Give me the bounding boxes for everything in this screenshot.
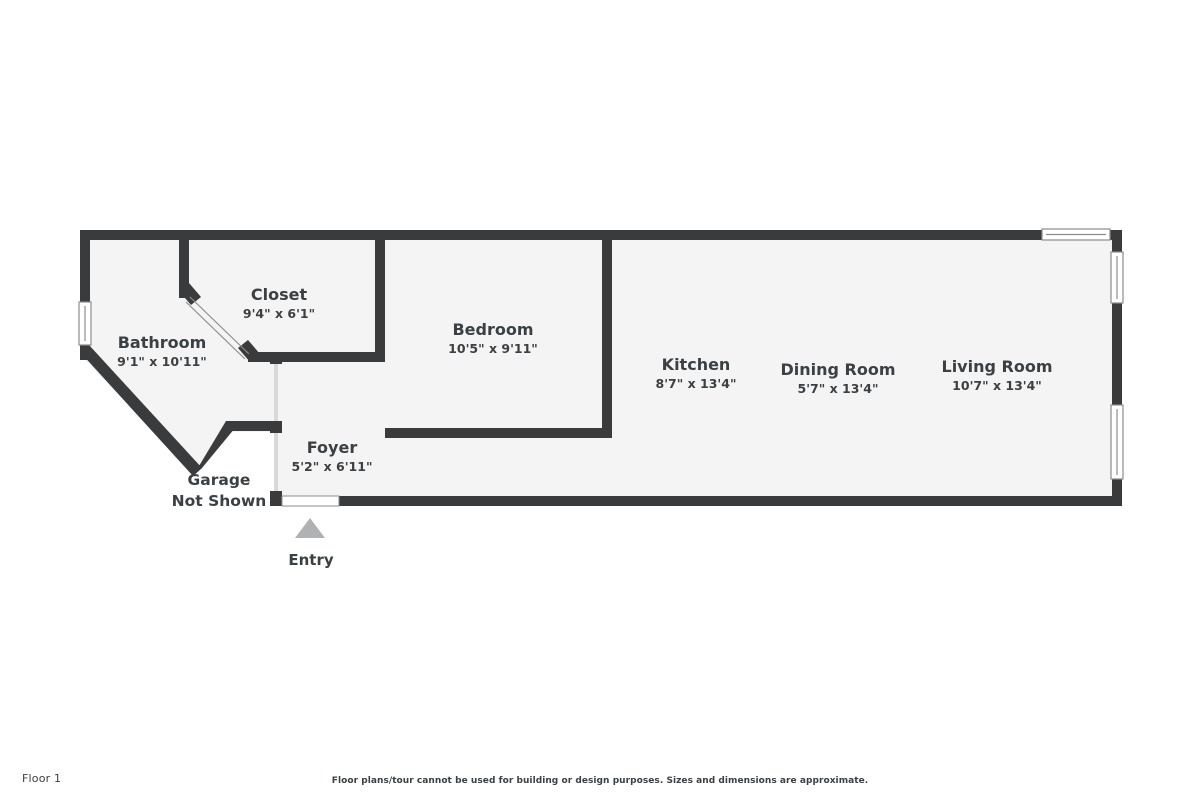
disclaimer-text: Floor plans/tour cannot be used for buil… [331, 776, 869, 786]
kitchen-name: Kitchen [662, 355, 731, 374]
wall-top-exterior [80, 230, 1042, 240]
window-bathroom-left [78, 301, 92, 346]
wall-bathroom-diagonal-notch [193, 421, 235, 476]
room-label-bathroom: Bathroom 9'1" x 10'11" [117, 333, 207, 369]
window-right-upper [1110, 251, 1124, 304]
garage-note-line-2: Not Shown [172, 492, 267, 510]
wall-closet-bottom [248, 352, 384, 362]
dining-room-name: Dining Room [780, 360, 895, 379]
garage-note-line-1: Garage [188, 471, 251, 489]
room-label-living-room: Living Room 10'7" x 13'4" [942, 357, 1053, 393]
bathroom-dims: 9'1" x 10'11" [117, 354, 207, 369]
closet-dims: 9'4" x 6'1" [243, 306, 315, 321]
wall-foyer-jamb-top [270, 352, 282, 364]
wall-right-exterior-mid [1112, 303, 1122, 405]
wall-bedroom-bottom [385, 428, 612, 438]
room-label-bedroom: Bedroom 10'5" x 9'11" [448, 320, 538, 356]
entry-label: Entry [288, 551, 333, 569]
wall-group [80, 230, 1122, 506]
door-group [185, 296, 340, 507]
wall-closet-door-jamb-top [179, 283, 201, 305]
door-closet-diagonal [185, 296, 250, 360]
floor-label: Floor 1 [22, 772, 62, 785]
wall-closet-right [375, 230, 385, 362]
kitchen-dims: 8'7" x 13'4" [656, 376, 737, 391]
living-room-dims: 10'7" x 13'4" [952, 378, 1042, 393]
window-group [78, 228, 1124, 480]
wall-foyer-jamb-mid [270, 421, 282, 433]
wall-foyer-partition-upper [274, 356, 278, 426]
room-label-dining-room: Dining Room 5'7" x 13'4" [780, 360, 895, 396]
window-top-right [1041, 228, 1111, 241]
wall-left-exterior-upper [80, 230, 90, 302]
room-label-kitchen: Kitchen 8'7" x 13'4" [656, 355, 737, 391]
bedroom-dims: 10'5" x 9'11" [448, 341, 538, 356]
room-label-foyer: Foyer 5'2" x 6'11" [292, 438, 373, 474]
wall-foyer-partition-lower [274, 431, 278, 497]
foyer-dims: 5'2" x 6'11" [292, 459, 373, 474]
room-label-closet: Closet 9'4" x 6'1" [243, 285, 315, 321]
bathroom-floor-fill [80, 230, 276, 472]
dining-room-dims: 5'7" x 13'4" [798, 381, 879, 396]
floor-fill-group [80, 230, 1120, 506]
window-right-lower [1110, 404, 1124, 480]
note-group: Garage Not Shown Entry [172, 471, 334, 569]
great-room-floor-fill [610, 230, 1120, 506]
room-label-group: Bathroom 9'1" x 10'11" Closet 9'4" x 6'1… [117, 285, 1052, 474]
wall-bedroom-right [602, 230, 612, 436]
bedroom-name: Bedroom [452, 320, 533, 339]
bathroom-name: Bathroom [118, 333, 207, 352]
foyer-name: Foyer [307, 438, 358, 457]
closet-name: Closet [251, 285, 308, 304]
living-room-name: Living Room [942, 357, 1053, 376]
wall-foyer-jamb-bottom [270, 491, 282, 506]
wall-right-exterior-bottom [1112, 479, 1122, 506]
closet-floor-fill [188, 230, 384, 360]
wall-bottom-exterior [338, 496, 1122, 506]
door-entry-opening [281, 495, 340, 507]
wall-closet-left [179, 230, 189, 298]
wall-bathroom-diagonal-lower-left [80, 345, 202, 476]
entry-arrow-icon [295, 518, 325, 538]
wall-right-exterior-top-corner [1112, 230, 1122, 252]
wall-bathroom-bottom [226, 421, 282, 431]
